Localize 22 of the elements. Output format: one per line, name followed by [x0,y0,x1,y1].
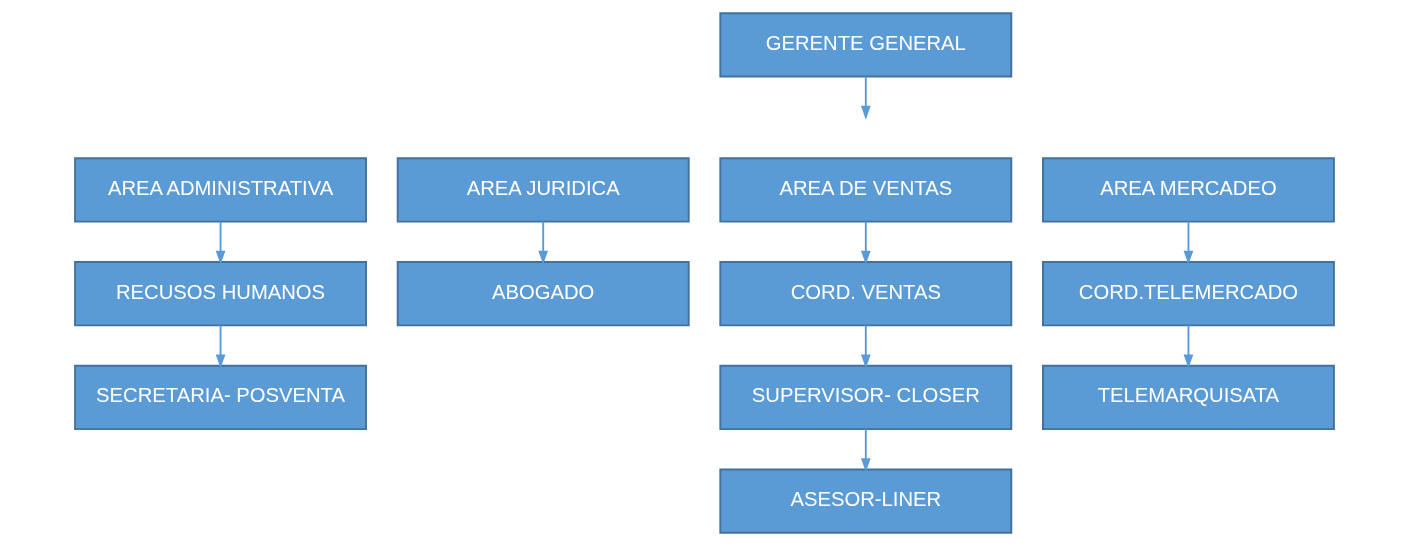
node-box: AREA DE VENTAS [718,157,1012,223]
arrow [215,220,225,265]
arrow [860,220,871,265]
arrow [215,324,225,369]
node-box: TELEMARQUISATA [1041,364,1335,431]
node-box: ABOGADO [396,261,690,327]
arrow [1183,220,1193,265]
arrow [537,220,548,265]
node-box: RECUSOS HUMANOS [73,261,367,327]
node-box: AREA MERCADEO [1041,157,1335,223]
node-box: CORD. VENTAS [718,261,1012,327]
node-box: CORD.TELEMERCADO [1041,261,1335,327]
node-box: SECRETARIA- POSVENTA [73,364,367,431]
node-box: GERENTE GENERAL [718,12,1012,78]
arrow [1183,324,1193,369]
arrow [860,324,871,369]
arrow [860,428,871,473]
node-box: SUPERVISOR- CLOSER [718,364,1012,431]
node-box: ASESOR-LINER [718,468,1012,534]
node-box: AREA ADMINISTRATIVA [73,157,367,223]
arrow [860,75,871,120]
node-box: AREA JURIDICA [396,157,690,223]
